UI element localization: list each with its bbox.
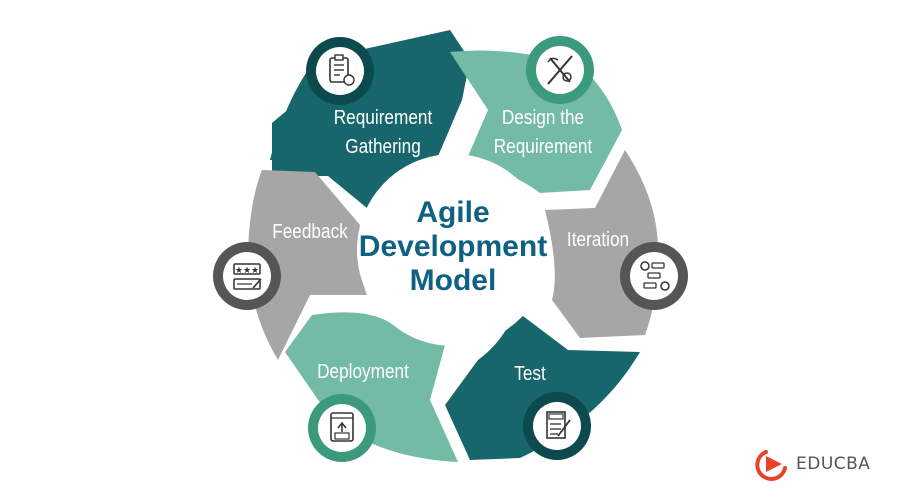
segment-feedback	[248, 170, 367, 360]
code-deploy-icon	[308, 394, 376, 462]
svg-text:★★★: ★★★	[235, 266, 259, 276]
clipboard-checklist-icon	[306, 37, 374, 105]
label-deployment: Deployment	[317, 361, 409, 383]
center-title: Agile Development Model	[358, 196, 548, 297]
design-tools-icon	[526, 36, 594, 104]
label-feedback: Feedback	[272, 221, 348, 243]
segment-deployment	[285, 312, 458, 462]
educba-logo: EDUCBA	[752, 446, 870, 482]
label-design-the-requirement: Design the Requirement	[493, 107, 593, 158]
label-test: Test	[514, 363, 546, 385]
rating-feedback-icon: ★★★	[213, 242, 281, 310]
educba-play-logo-icon	[755, 450, 787, 481]
process-flow-icon	[620, 242, 688, 310]
label-requirement-gathering: Requirement Gathering	[333, 107, 433, 158]
center-circle	[357, 154, 549, 346]
segment-test	[445, 310, 640, 460]
test-sheet-icon	[523, 392, 591, 460]
label-iteration: Iteration	[566, 229, 630, 251]
logo-text: EDUCBA	[796, 454, 871, 474]
